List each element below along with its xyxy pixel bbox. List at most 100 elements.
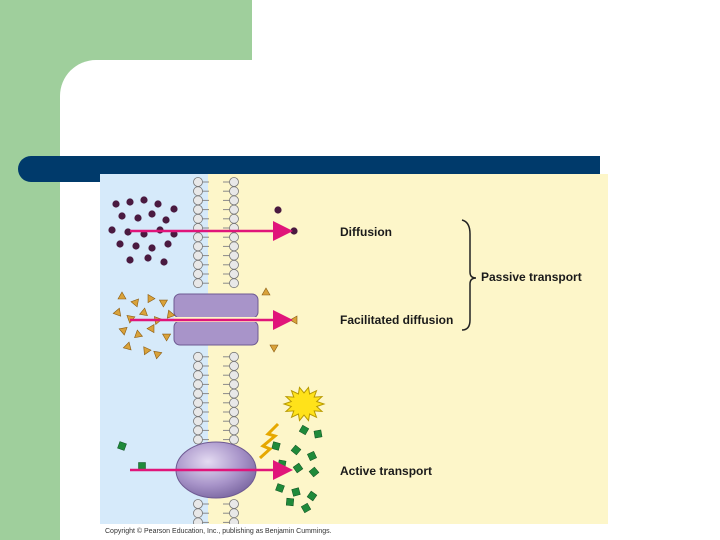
solute-square bbox=[117, 441, 127, 451]
solute-square bbox=[298, 424, 310, 436]
diffusing-molecule bbox=[290, 227, 298, 235]
lipid-head bbox=[229, 379, 239, 390]
lipid-head bbox=[229, 204, 239, 215]
diffusing-molecule bbox=[148, 210, 156, 218]
solute-square bbox=[300, 502, 312, 514]
lipid-head bbox=[193, 499, 203, 509]
solute-triangle bbox=[130, 298, 139, 308]
lipid-head bbox=[193, 186, 203, 197]
diffusing-molecule bbox=[160, 258, 168, 266]
diffusing-molecule bbox=[140, 196, 148, 204]
diffusing-molecule bbox=[154, 200, 162, 208]
lipid-head bbox=[193, 517, 203, 524]
solute-square bbox=[275, 483, 285, 493]
energy-bolt-icon bbox=[258, 422, 280, 460]
diffusing-molecule bbox=[126, 256, 134, 264]
solute-triangle bbox=[112, 307, 122, 317]
lipid-head bbox=[193, 250, 203, 261]
lipid-head bbox=[193, 213, 203, 224]
solute-triangle bbox=[261, 287, 271, 296]
lipid-head bbox=[229, 361, 239, 371]
figure-canvas: ATP bbox=[100, 174, 608, 524]
lipid-head bbox=[229, 508, 239, 519]
diffusing-molecule bbox=[116, 240, 124, 248]
lipid-head bbox=[193, 177, 203, 187]
active-transport-label: Active transport bbox=[340, 464, 433, 478]
diffusion-label: Diffusion bbox=[340, 225, 392, 239]
diffusing-molecule bbox=[126, 198, 134, 206]
lipid-head bbox=[229, 434, 239, 445]
lipid-head bbox=[229, 259, 239, 270]
lipid-head bbox=[229, 241, 239, 252]
diffusing-molecule bbox=[112, 200, 120, 208]
atp-burst-icon bbox=[282, 386, 326, 422]
lipid-head bbox=[229, 278, 239, 289]
lipid-head bbox=[193, 407, 203, 417]
solute-square bbox=[285, 497, 295, 507]
lipid-head bbox=[229, 499, 239, 509]
diffusing-molecule bbox=[132, 242, 140, 250]
passive-transport-label: Passive transport bbox=[481, 270, 582, 284]
lipid-head bbox=[193, 259, 203, 270]
lipid-head bbox=[193, 388, 203, 399]
lipid-head bbox=[229, 195, 239, 206]
lipid-head bbox=[229, 177, 239, 187]
solute-triangle bbox=[117, 291, 127, 300]
solute-triangle bbox=[289, 315, 298, 325]
lipid-head bbox=[193, 425, 203, 436]
solute-triangle bbox=[134, 329, 144, 339]
solute-square bbox=[306, 490, 318, 502]
lipid-head bbox=[229, 232, 239, 243]
solute-triangle bbox=[153, 350, 163, 360]
lipid-head bbox=[229, 517, 239, 524]
facilitated-diffusion-label: Facilitated diffusion bbox=[340, 313, 454, 327]
diffusing-molecule bbox=[118, 212, 126, 220]
solute-square bbox=[292, 462, 304, 474]
diffusing-molecule bbox=[144, 254, 152, 262]
lipid-head bbox=[193, 416, 203, 427]
lipid-bilayer bbox=[193, 177, 239, 524]
lipid-head bbox=[193, 351, 203, 362]
solute-square bbox=[138, 462, 146, 470]
diffusing-molecule bbox=[134, 214, 142, 222]
lipid-head bbox=[193, 232, 203, 243]
lipid-head bbox=[229, 186, 239, 197]
membrane-transport-figure: ATP Diffusion Facilitated diffusion Acti… bbox=[100, 174, 608, 524]
lipid-head bbox=[229, 388, 239, 399]
diffusing-molecule bbox=[108, 226, 116, 234]
lipid-head bbox=[193, 370, 203, 381]
solute-triangle bbox=[146, 324, 155, 334]
diffusing-molecule bbox=[124, 228, 132, 236]
solute-triangle bbox=[166, 309, 176, 319]
lipid-head bbox=[193, 204, 203, 215]
lipid-head bbox=[193, 278, 203, 289]
solute-square bbox=[277, 459, 287, 469]
lipid-head bbox=[193, 269, 203, 279]
lipid-head bbox=[229, 397, 239, 408]
diffusing-molecule bbox=[170, 205, 178, 213]
lipid-head bbox=[229, 213, 239, 224]
lipid-head bbox=[193, 508, 203, 519]
solute-triangle bbox=[162, 333, 172, 342]
diffusing-molecule bbox=[164, 240, 172, 248]
solute-square bbox=[307, 451, 317, 461]
lipid-head bbox=[193, 241, 203, 252]
lipid-head bbox=[229, 416, 239, 427]
solute-square bbox=[313, 429, 323, 439]
passive-transport-bracket bbox=[461, 219, 477, 331]
lipid-head bbox=[193, 397, 203, 408]
solute-triangle bbox=[138, 307, 148, 317]
lipid-head bbox=[229, 250, 239, 261]
solute-triangle bbox=[143, 346, 152, 356]
solute-triangle bbox=[118, 327, 128, 336]
solute-triangle bbox=[122, 341, 132, 351]
solute-square bbox=[271, 441, 281, 451]
diffusing-molecule bbox=[274, 206, 282, 214]
solute-square bbox=[291, 487, 301, 497]
solute-square bbox=[308, 466, 320, 478]
lipid-head bbox=[229, 425, 239, 436]
lipid-head bbox=[193, 379, 203, 390]
lipid-head bbox=[193, 361, 203, 371]
solute-square bbox=[290, 444, 302, 456]
solute-triangle bbox=[147, 294, 156, 304]
